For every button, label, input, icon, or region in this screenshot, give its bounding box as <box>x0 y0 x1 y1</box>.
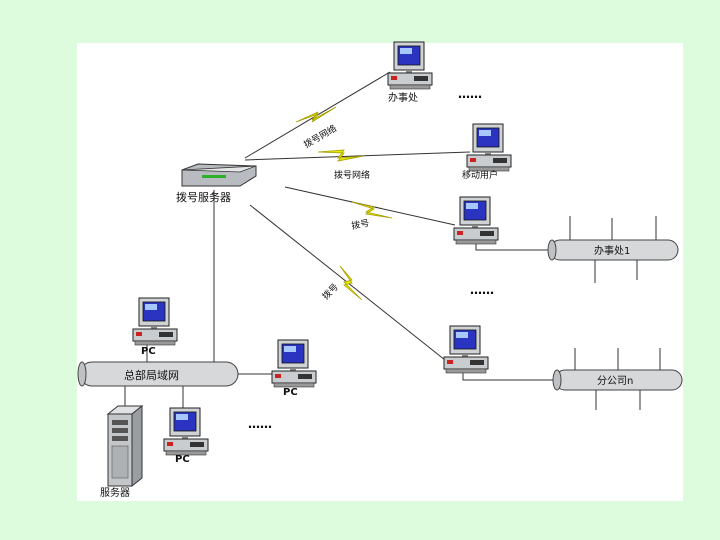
pc-top-computer-icon <box>132 297 178 346</box>
office1-computer-icon <box>453 196 499 245</box>
label-dial-network: 拨号网络 <box>334 169 370 181</box>
label-dots-top: …… <box>458 87 482 101</box>
dial-server-device <box>181 163 257 187</box>
branch-computer-icon <box>443 325 489 374</box>
bolt-office1 <box>351 201 393 219</box>
label-dial-1: 拨号 <box>350 217 370 232</box>
label-dots-mid: …… <box>470 283 494 297</box>
bolt-mobile <box>317 149 365 162</box>
label-branch-lan: 分公司n <box>597 375 633 387</box>
label-dial-2: 拨号 <box>320 281 341 302</box>
label-mobile-user: 移动用户 <box>462 169 498 181</box>
bolt-branch <box>339 265 363 301</box>
mobile-user-computer-icon <box>466 123 512 172</box>
pc-right-computer-icon <box>271 339 317 388</box>
label-office: 办事处 <box>388 91 418 104</box>
office-computer-icon <box>387 41 433 90</box>
label-server: 服务器 <box>100 486 130 499</box>
label-pc-right: PC <box>283 387 298 398</box>
bolt-office <box>295 106 337 123</box>
label-hq-lan: 总部局域网 <box>124 368 179 382</box>
label-dots-bottom: …… <box>248 417 272 431</box>
label-dial-server: 拨号服务器 <box>176 190 231 204</box>
dialup-link-bolts <box>295 106 393 301</box>
label-pc-bottom: PC <box>175 454 190 465</box>
label-dial-network-diagonal: 拨号网络 <box>302 122 339 150</box>
label-office1-lan: 办事处1 <box>594 244 630 257</box>
label-pc-top: PC <box>141 346 156 357</box>
pc-bottom-computer-icon <box>163 407 209 456</box>
server-tower-icon <box>106 404 144 488</box>
lan-pipes <box>77 239 683 391</box>
